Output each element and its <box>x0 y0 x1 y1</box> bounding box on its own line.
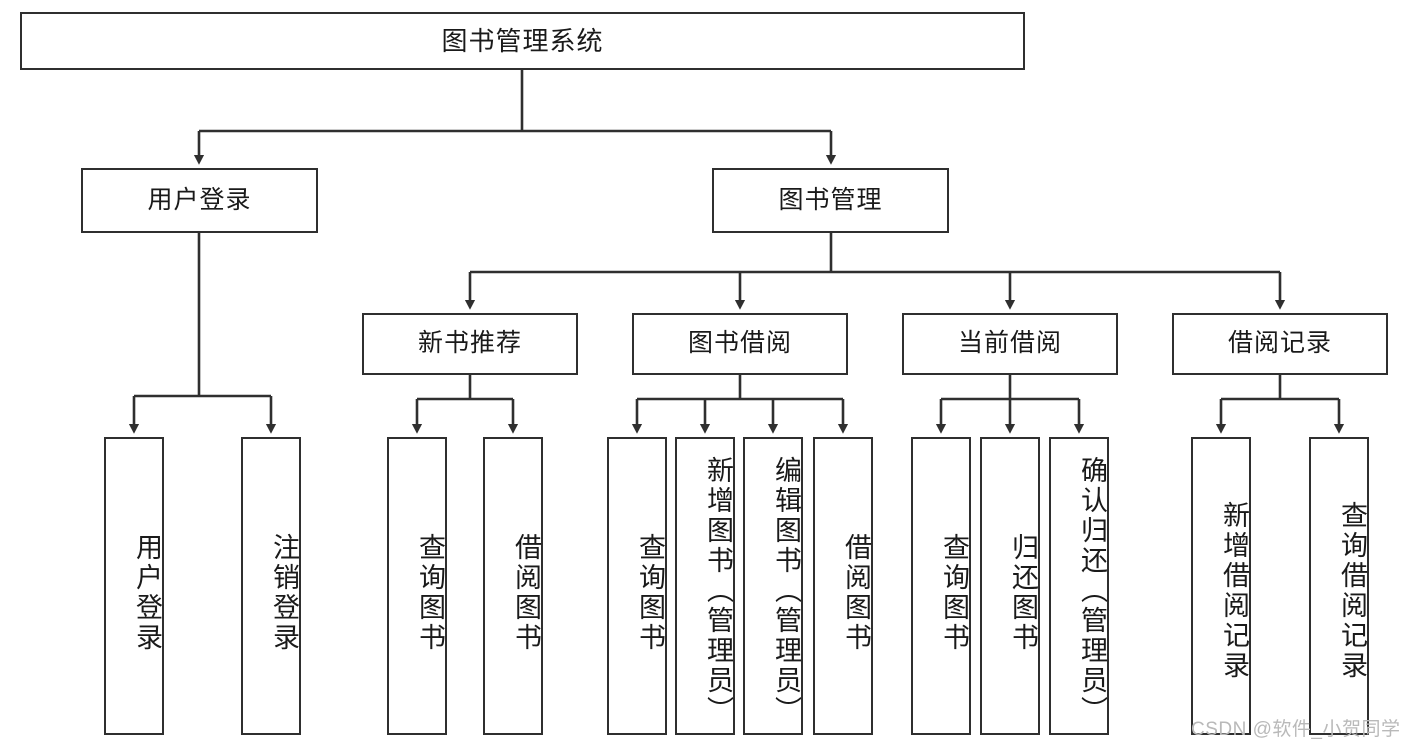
leaf-current-borrow-confirm-return[interactable]: 确认归还（管理员） <box>1049 437 1109 735</box>
leaf-borrow-record-add[interactable]: 新增借阅记录 <box>1191 437 1251 735</box>
node-label: 借阅图书 <box>511 533 541 653</box>
node-label: 图书管理系统 <box>441 25 604 56</box>
node-label: 用户登录 <box>147 185 252 214</box>
node-label: 借阅图书 <box>841 533 871 653</box>
node-label: 新书推荐 <box>417 329 522 358</box>
node-label: 用户登录 <box>132 533 162 653</box>
node-label: 借阅记录 <box>1227 329 1332 358</box>
leaf-new-book-borrow[interactable]: 借阅图书 <box>483 437 543 735</box>
node-label: 当前借阅 <box>957 329 1062 358</box>
node-label: 编辑图书（管理员） <box>771 456 801 726</box>
node-label: 查询图书 <box>635 533 665 653</box>
node-new-book-recommend[interactable]: 新书推荐 <box>362 313 578 375</box>
csdn-watermark: CSDN @软件_小贺同学 <box>1191 719 1401 740</box>
node-current-borrow[interactable]: 当前借阅 <box>902 313 1118 375</box>
leaf-user-login-login[interactable]: 用户登录 <box>104 437 164 735</box>
node-label: 确认归还（管理员） <box>1077 456 1107 726</box>
node-label: 归还图书 <box>1008 533 1038 653</box>
node-label: 图书借阅 <box>687 329 792 358</box>
node-label: 查询借阅记录 <box>1337 501 1367 681</box>
leaf-new-book-query[interactable]: 查询图书 <box>387 437 447 735</box>
leaf-current-borrow-query[interactable]: 查询图书 <box>911 437 971 735</box>
leaf-book-borrow-edit[interactable]: 编辑图书（管理员） <box>743 437 803 735</box>
node-borrow-record[interactable]: 借阅记录 <box>1172 313 1388 375</box>
node-book-management[interactable]: 图书管理 <box>712 168 949 233</box>
node-user-login[interactable]: 用户登录 <box>81 168 318 233</box>
node-book-borrow[interactable]: 图书借阅 <box>632 313 848 375</box>
node-root-system[interactable]: 图书管理系统 <box>20 12 1025 70</box>
leaf-book-borrow-add[interactable]: 新增图书（管理员） <box>675 437 735 735</box>
leaf-current-borrow-return[interactable]: 归还图书 <box>980 437 1040 735</box>
node-label: 注销登录 <box>269 533 299 653</box>
leaf-borrow-record-query[interactable]: 查询借阅记录 <box>1309 437 1369 735</box>
leaf-user-login-logout[interactable]: 注销登录 <box>241 437 301 735</box>
leaf-book-borrow-query[interactable]: 查询图书 <box>607 437 667 735</box>
node-label: 查询图书 <box>939 533 969 653</box>
node-label: 新增借阅记录 <box>1219 501 1249 681</box>
node-label: 新增图书（管理员） <box>703 456 733 726</box>
node-label: 查询图书 <box>415 533 445 653</box>
leaf-book-borrow-borrow[interactable]: 借阅图书 <box>813 437 873 735</box>
node-label: 图书管理 <box>778 185 883 214</box>
